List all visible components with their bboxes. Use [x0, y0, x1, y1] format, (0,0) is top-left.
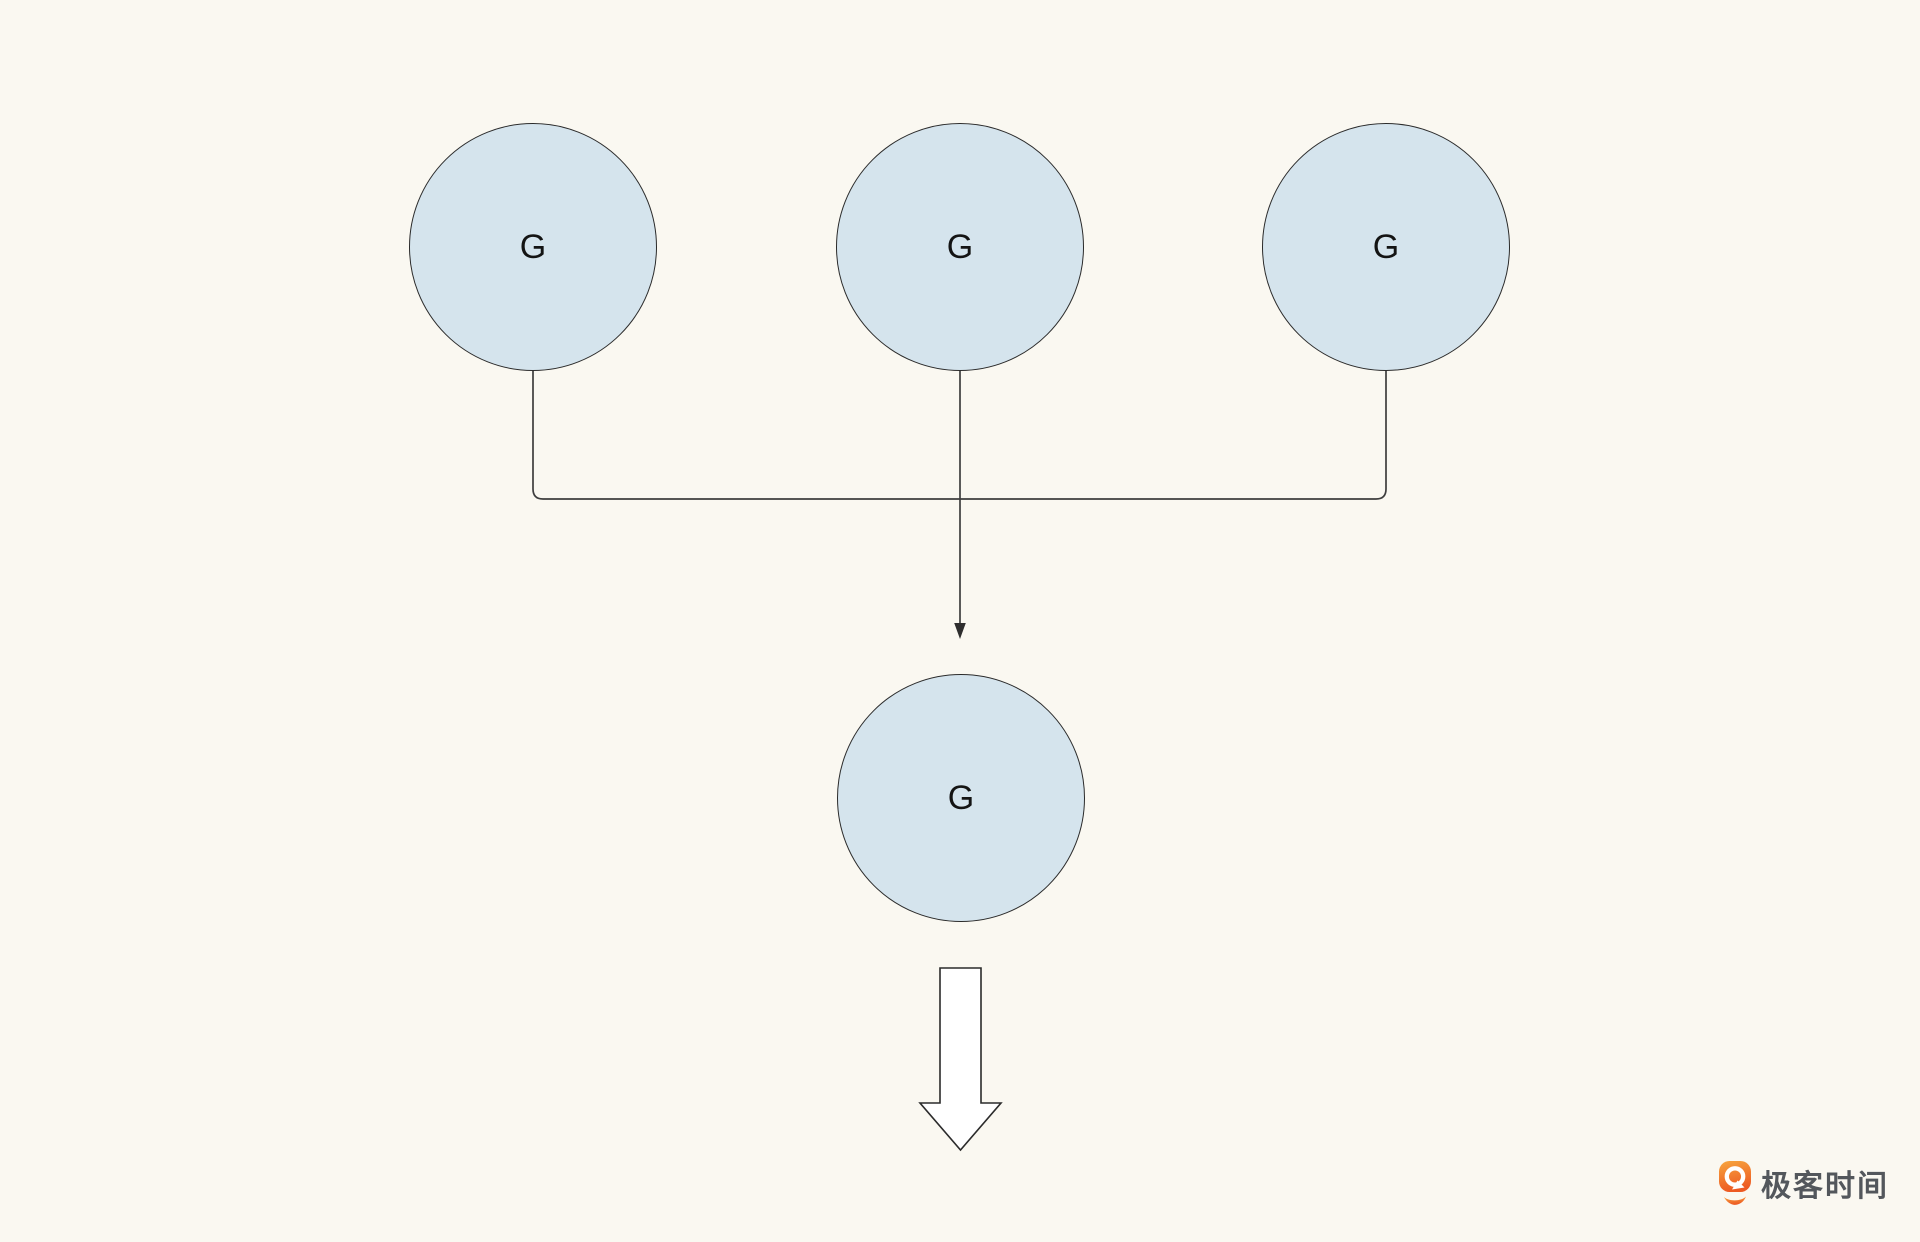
node-label: G	[946, 228, 974, 266]
node-label: G	[947, 779, 975, 817]
node-label: G	[519, 228, 547, 266]
node-g-3: G	[1262, 123, 1510, 371]
node-label: G	[1372, 228, 1400, 266]
block-arrow-down-icon	[918, 967, 1003, 1152]
node-g-merged: G	[837, 674, 1085, 922]
arrowhead-icon	[954, 623, 966, 639]
geektime-pin-icon	[1719, 1161, 1751, 1205]
node-g-1: G	[409, 123, 657, 371]
geektime-logo-text: 极客时间	[1761, 1170, 1889, 1203]
node-g-2: G	[836, 123, 1084, 371]
geektime-logo: 极客时间	[1718, 1160, 1889, 1206]
